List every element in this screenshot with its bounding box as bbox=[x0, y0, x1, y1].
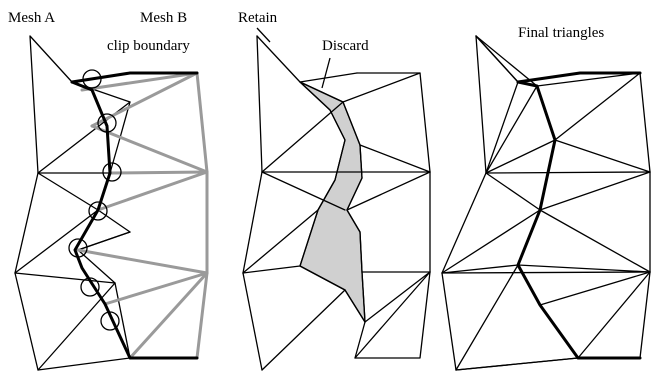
panel-classification: Retain Discard bbox=[238, 10, 431, 371]
clip-boundary-path bbox=[70, 80, 199, 360]
intersection-marker bbox=[80, 277, 100, 297]
mesh-b bbox=[76, 71, 209, 360]
mesh-b-label: Mesh B bbox=[140, 10, 187, 26]
mesh-a-label: Mesh A bbox=[8, 10, 55, 26]
final-top-boundary bbox=[516, 71, 642, 84]
clip-boundary-label: clip boundary bbox=[107, 38, 190, 54]
intersection-marker bbox=[100, 311, 120, 331]
final-triangles-label: Final triangles bbox=[518, 25, 604, 41]
intersection-marker bbox=[102, 162, 122, 182]
retain-leader bbox=[256, 27, 271, 43]
discard-region bbox=[299, 81, 366, 323]
intersection-marker bbox=[97, 113, 117, 133]
retain-mesh bbox=[242, 35, 431, 371]
final-clip-boundary bbox=[516, 80, 642, 360]
panel-final: Final triangles bbox=[441, 25, 651, 371]
intersection-markers bbox=[68, 69, 122, 331]
intersection-marker bbox=[82, 69, 102, 89]
intersection-marker bbox=[88, 201, 108, 221]
final-mesh bbox=[441, 35, 651, 371]
panel-clipping: Mesh A Mesh B clip boundary bbox=[8, 10, 209, 371]
discard-label: Discard bbox=[322, 38, 369, 54]
intersection-marker bbox=[68, 238, 88, 258]
discard-leader bbox=[321, 57, 331, 89]
retain-label: Retain bbox=[238, 10, 278, 26]
clip-boundary-line bbox=[70, 71, 199, 84]
